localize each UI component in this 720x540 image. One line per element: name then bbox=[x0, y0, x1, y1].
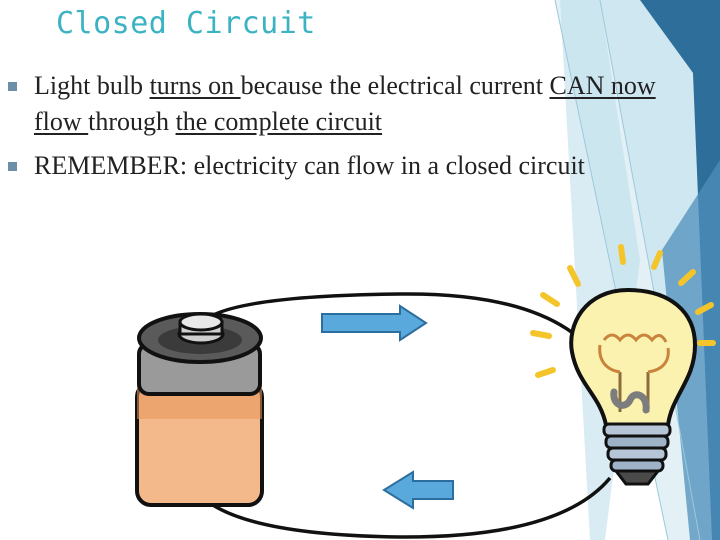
arrow-right-icon bbox=[321, 304, 428, 342]
arrow-left-icon bbox=[382, 470, 454, 510]
bullet-marker-icon bbox=[8, 82, 17, 91]
bullet-marker-icon bbox=[8, 162, 17, 171]
light-bulb-icon bbox=[530, 244, 716, 486]
bullet-list: Light bulb turns on because the electric… bbox=[8, 68, 668, 192]
slide-title: Closed Circuit bbox=[56, 6, 316, 41]
battery-icon bbox=[135, 312, 264, 507]
circuit-wire bbox=[198, 292, 612, 539]
bullet-item: REMEMBER: electricity can flow in a clos… bbox=[8, 148, 668, 184]
bullet-item: Light bulb turns on because the electric… bbox=[8, 68, 668, 140]
